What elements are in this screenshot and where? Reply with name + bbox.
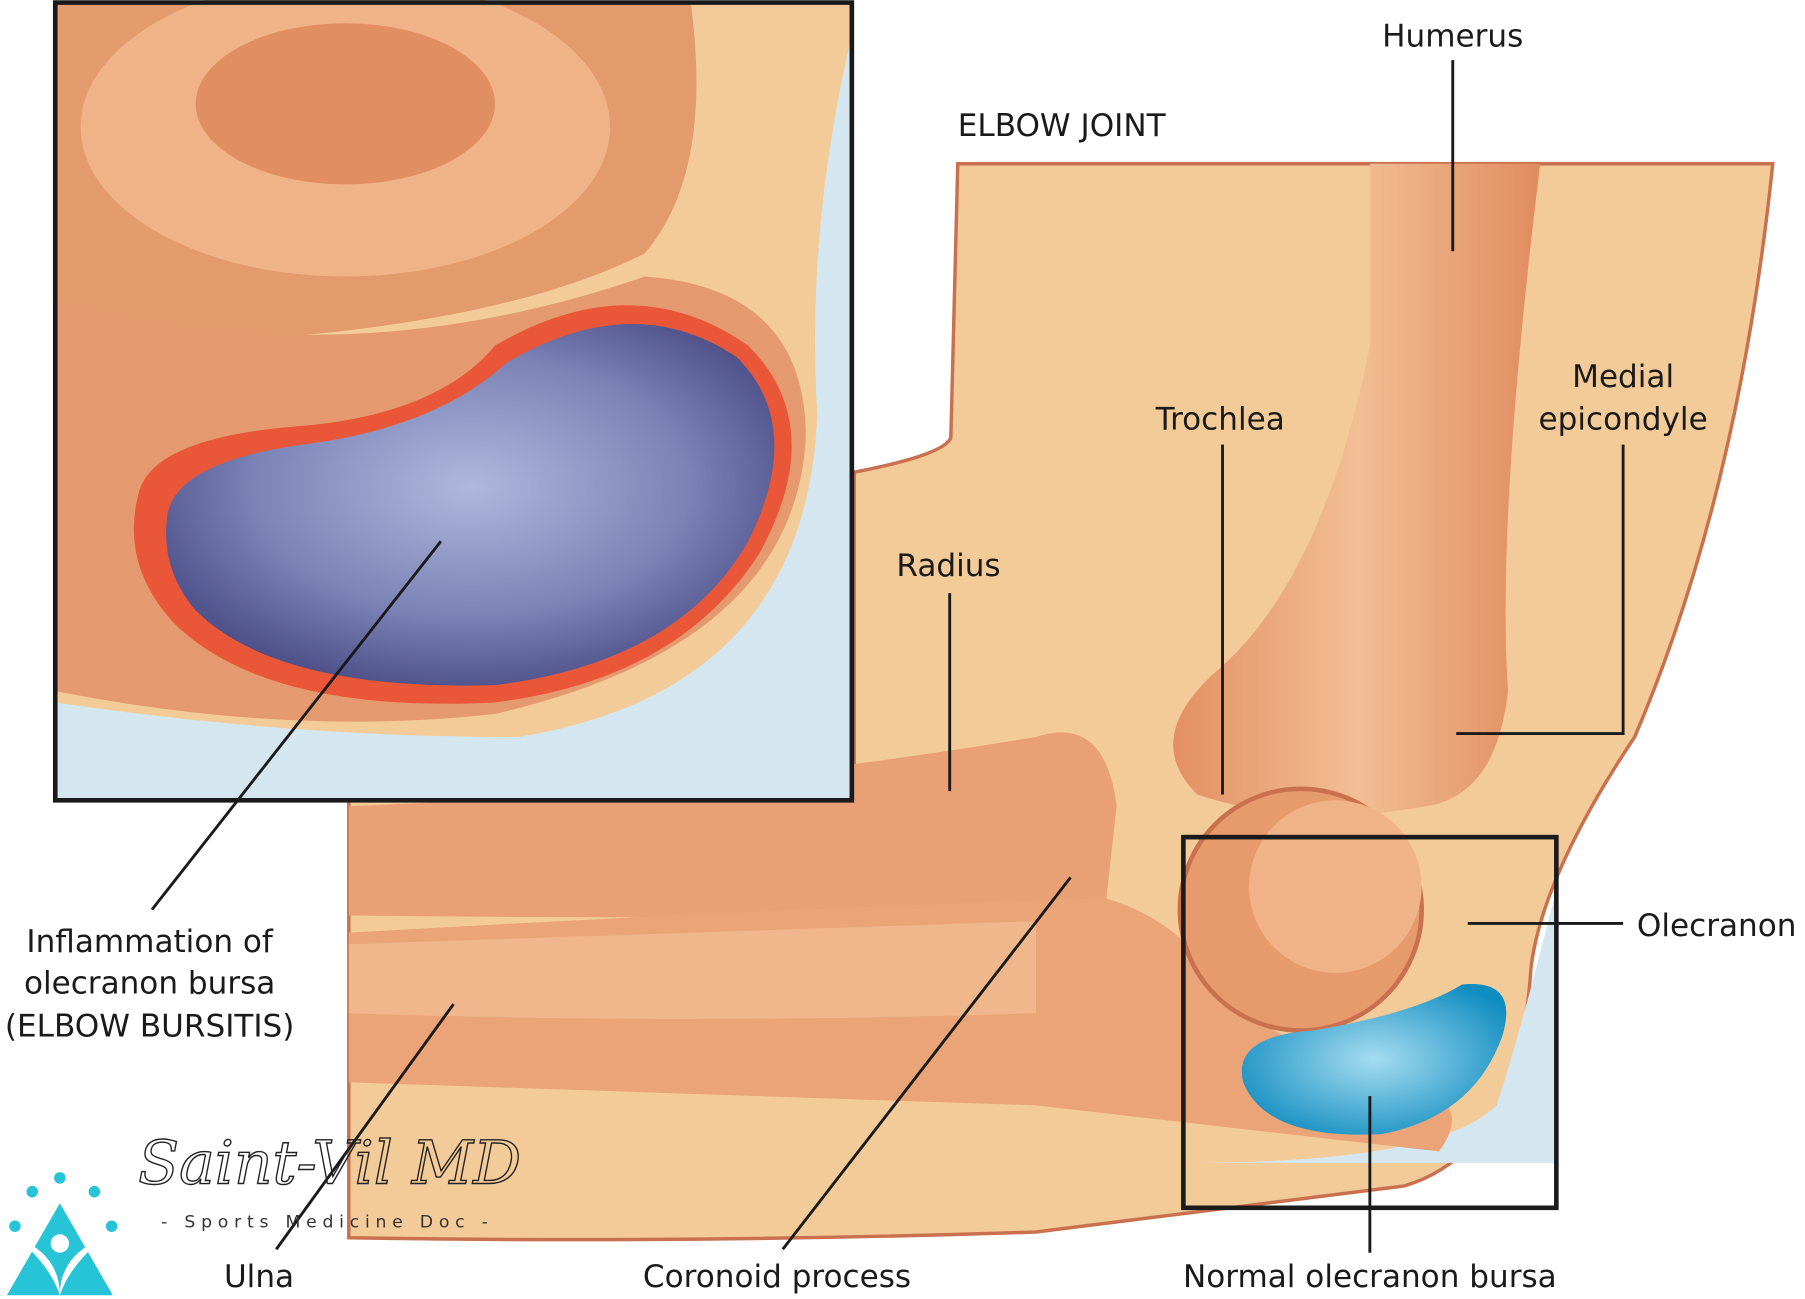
leader-lines	[150, 60, 1625, 1253]
arm-illustration	[347, 161, 1775, 1242]
logo-icon	[6, 1172, 118, 1296]
label-inflammation-line2: olecranon bursa	[24, 966, 275, 1002]
label-trochlea: Trochlea	[1155, 402, 1285, 438]
label-medial-epicondyle-line2: epicondyle	[1539, 402, 1708, 438]
label-coronoid-process: Coronoid process	[643, 1259, 911, 1295]
label-olecranon: Olecranon	[1637, 908, 1797, 944]
logo-watermark: Saint-Vil MD - Sports Medicine Doc -	[6, 1128, 522, 1296]
logo-name: Saint-Vil MD	[138, 1129, 521, 1199]
label-medial-epicondyle-line1: Medial	[1572, 359, 1674, 395]
label-inflammation-line1: Inflammation of	[26, 924, 273, 960]
inflamed-bursa	[166, 323, 775, 686]
label-ulna: Ulna	[224, 1259, 294, 1295]
label-humerus: Humerus	[1382, 18, 1523, 54]
diagram-title: ELBOW JOINT	[958, 108, 1167, 144]
normal-bursa	[1241, 983, 1507, 1135]
logo-tagline: - Sports Medicine Doc -	[161, 1212, 493, 1232]
inset-magnified-view	[52, 0, 855, 803]
label-inflammation-line3: (ELBOW BURSITIS)	[5, 1008, 294, 1044]
label-normal-olecranon-bursa: Normal olecranon bursa	[1183, 1259, 1557, 1295]
label-radius: Radius	[896, 548, 1000, 584]
